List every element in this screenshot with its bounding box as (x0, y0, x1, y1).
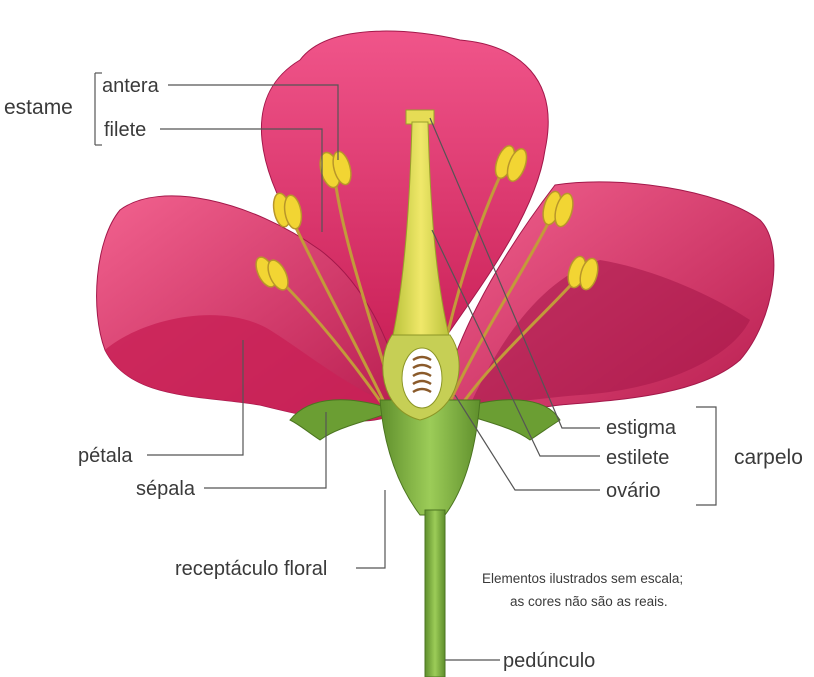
scale-note-line2: as cores não são as reais. (510, 594, 668, 609)
label-sepala: sépala (136, 478, 196, 500)
scale-note-line1: Elementos ilustrados sem escala; (482, 571, 683, 586)
label-carpelo: carpelo (734, 446, 803, 469)
label-estame: estame (4, 96, 73, 119)
label-filete: filete (104, 119, 146, 141)
label-estigma: estigma (606, 417, 677, 439)
receptacle (380, 400, 480, 515)
label-receptaculo: receptáculo floral (175, 558, 327, 580)
label-estilete: estilete (606, 447, 669, 469)
label-petala: pétala (78, 445, 133, 467)
label-antera: antera (102, 75, 160, 97)
peduncle (425, 510, 445, 677)
label-pedunculo: pedúnculo (503, 650, 595, 672)
label-ovario: ovário (606, 480, 660, 502)
